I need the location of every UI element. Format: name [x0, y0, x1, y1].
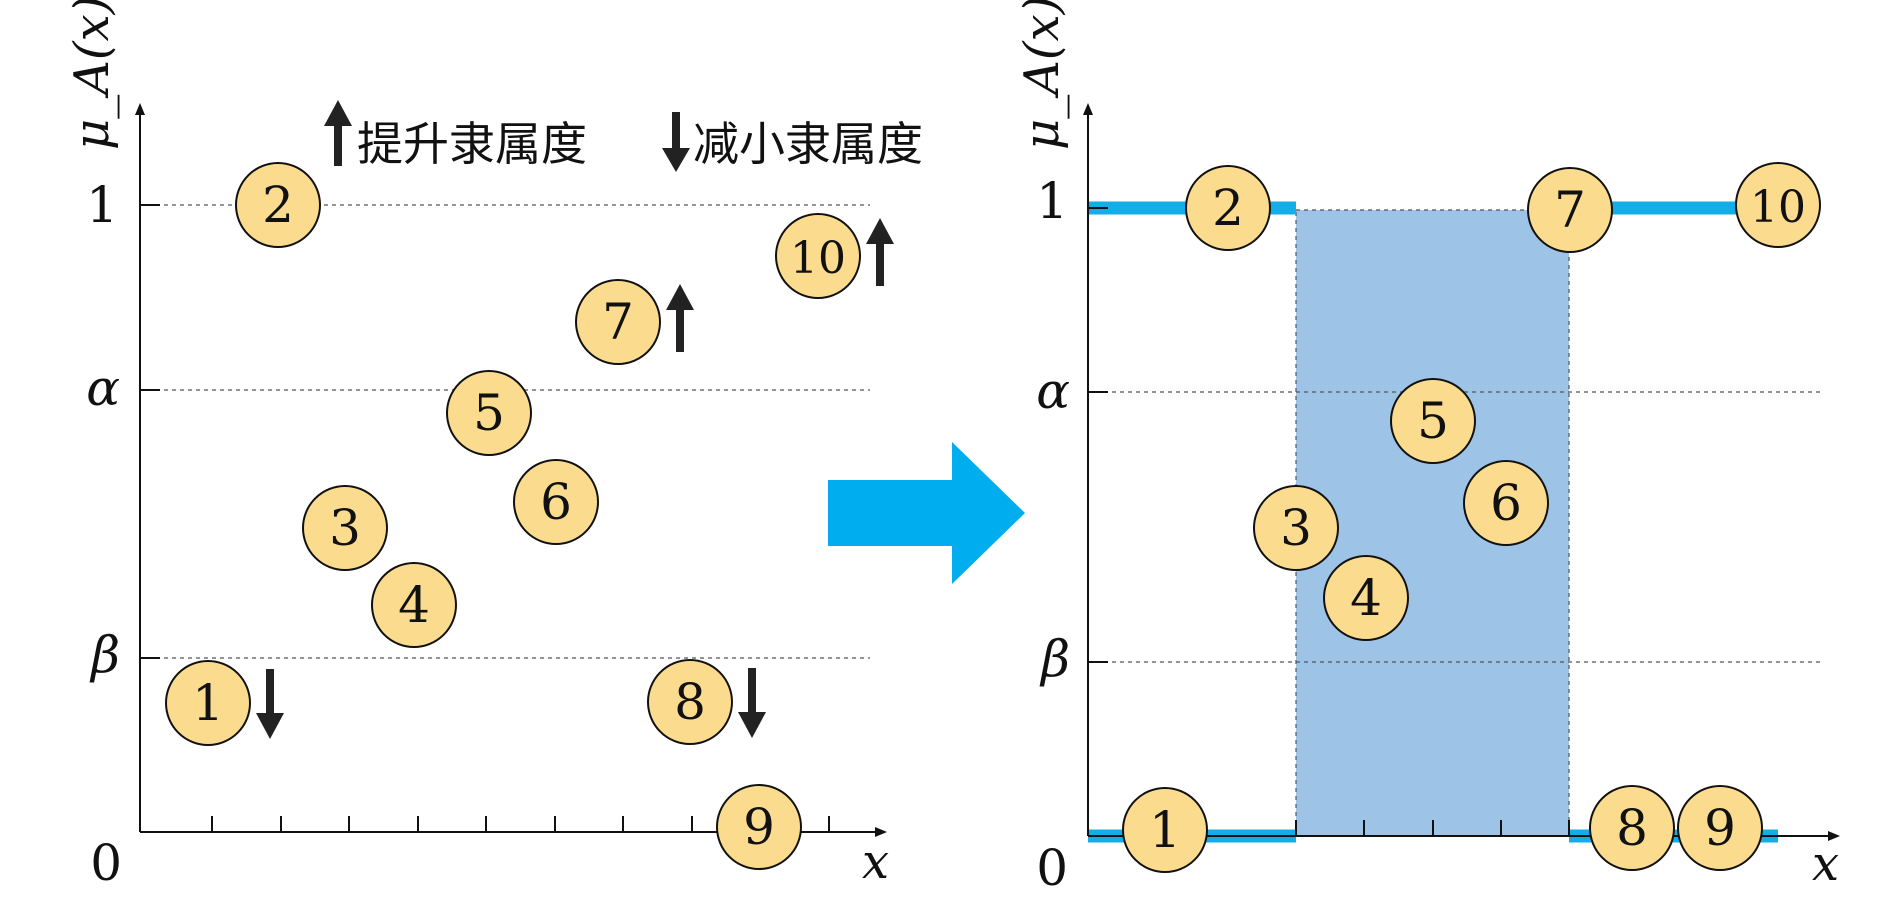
left-node-4-label: 4: [398, 576, 430, 634]
left-node-1-label: 1: [192, 674, 224, 732]
right-node-2: 2: [1185, 165, 1271, 251]
left-node-2: 2: [235, 162, 321, 248]
right-node-4-circle: [1323, 555, 1409, 641]
left-y-axis-label: μ_A(x): [64, 0, 120, 150]
legend-lower-text: 减小隶属度: [693, 117, 923, 171]
down-arrow-icon: [256, 669, 284, 739]
left-node-8-circle: [647, 659, 733, 745]
left-node-7: 7: [575, 279, 661, 365]
left-node-8: 8: [647, 659, 733, 745]
right-node-10-circle: [1735, 162, 1821, 248]
left-node-5-circle: [446, 370, 532, 456]
left-x-ticks: [211, 816, 830, 832]
right-node-1-label: 1: [1149, 801, 1181, 859]
left-node-9-label: 9: [743, 798, 775, 856]
right-y-axis-label: μ_A(x): [1014, 0, 1070, 150]
right-node-9: 9: [1677, 785, 1763, 871]
legend-raise-text: 提升隶属度: [357, 117, 587, 171]
right-node-8-label: 8: [1616, 799, 1648, 857]
up-arrow-icon: [866, 218, 894, 286]
left-node-10-label: 10: [790, 233, 846, 284]
right-node-6: 6: [1463, 460, 1549, 546]
right-node-1: 1: [1122, 787, 1208, 873]
right-node-4: 4: [1323, 555, 1409, 641]
left-node-1: 1: [165, 660, 251, 746]
up-arrow-icon: [324, 100, 352, 166]
right-node-5: 5: [1390, 378, 1476, 464]
left-ytick-label-1: 1: [86, 176, 118, 234]
left-ytick-label-alpha: α: [86, 359, 120, 417]
right-node-6-circle: [1463, 460, 1549, 546]
right-node-1-circle: [1122, 787, 1208, 873]
left-node-7-label: 7: [602, 293, 634, 351]
right-node-9-circle: [1677, 785, 1763, 871]
left-node-4: 4: [371, 562, 457, 648]
right-ytick-label-1: 1: [1036, 172, 1068, 230]
left-node-10: 10: [775, 213, 861, 299]
left-node-9: 9: [716, 784, 802, 870]
left-ytick-label-0: 0: [90, 834, 122, 892]
left-node-1-circle: [165, 660, 251, 746]
left-node-9-circle: [716, 784, 802, 870]
left-node-10-circle: [775, 213, 861, 299]
transform-arrow: [828, 442, 1025, 584]
left-node-5-label: 5: [473, 384, 505, 442]
right-node-9-label: 9: [1704, 799, 1736, 857]
left-node-8-label: 8: [674, 673, 706, 731]
right-node-3-label: 3: [1280, 499, 1312, 557]
left-node-3: 3: [302, 485, 388, 571]
right-node-8: 8: [1589, 785, 1675, 871]
left-node-4-circle: [371, 562, 457, 648]
left-node-3-label: 3: [329, 499, 361, 557]
down-arrow-icon: [662, 112, 690, 172]
right-node-7-label: 7: [1554, 181, 1586, 239]
right-node-7: 7: [1527, 167, 1613, 253]
right-node-3: 3: [1253, 485, 1339, 571]
up-arrow-icon: [666, 284, 694, 352]
left-node-5: 5: [446, 370, 532, 456]
right-node-2-circle: [1185, 165, 1271, 251]
left-node-6: 6: [513, 459, 599, 545]
right-node-2-label: 2: [1212, 179, 1244, 237]
legend: 提升隶属度 减小隶属度: [324, 100, 923, 172]
right-node-10-label: 10: [1750, 182, 1806, 233]
right-node-10: 10: [1735, 162, 1821, 248]
right-node-4-label: 4: [1350, 569, 1382, 627]
left-node-7-circle: [575, 279, 661, 365]
left-ytick-label-beta: β: [89, 626, 120, 684]
right-node-6-label: 6: [1490, 474, 1522, 532]
down-arrow-icon: [738, 668, 766, 738]
right-x-axis-label: x: [1812, 836, 1839, 892]
right-node-5-circle: [1390, 378, 1476, 464]
left-node-6-circle: [513, 459, 599, 545]
right-node-7-circle: [1527, 167, 1613, 253]
right-node-8-circle: [1589, 785, 1675, 871]
right-x-ticks: [1295, 820, 1570, 836]
right-ytick-label-beta: β: [1039, 630, 1070, 688]
right-node-3-circle: [1253, 485, 1339, 571]
left-node-2-label: 2: [262, 176, 294, 234]
left-node-2-circle: [235, 162, 321, 248]
left-node-6-label: 6: [540, 473, 572, 531]
left-x-axis-label: x: [862, 834, 889, 890]
left-node-3-circle: [302, 485, 388, 571]
right-ytick-label-alpha: α: [1036, 362, 1070, 420]
right-ytick-label-0: 0: [1036, 839, 1068, 897]
right-node-5-label: 5: [1417, 392, 1449, 450]
